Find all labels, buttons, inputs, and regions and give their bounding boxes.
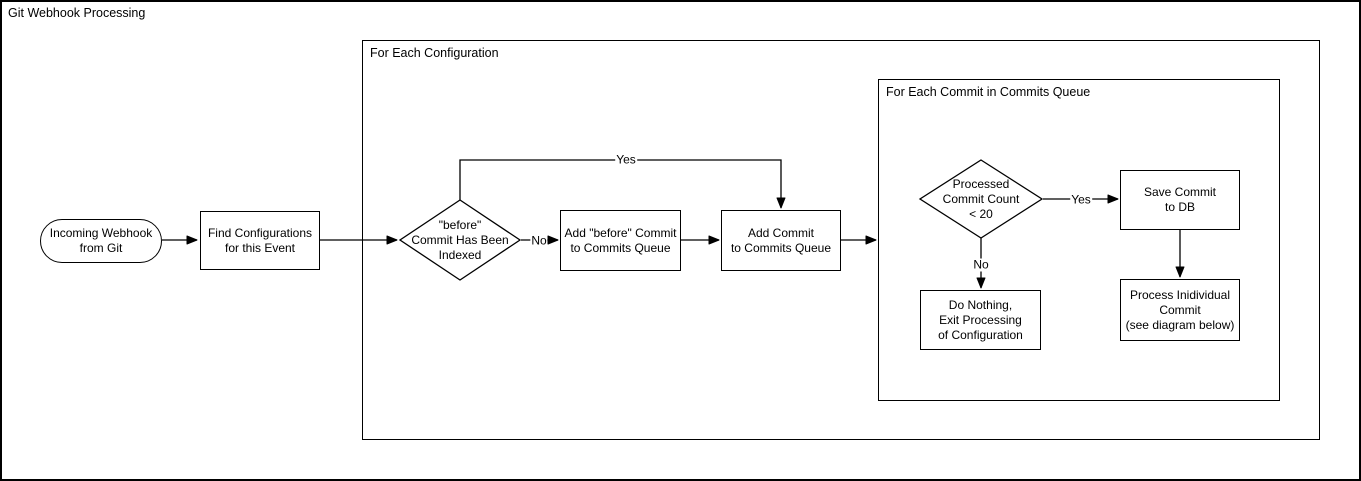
node-incoming-webhook: Incoming Webhook from Git [40,219,162,263]
edge-label-yes-before-indexed: Yes [615,152,637,167]
node-do-nothing-label: Do Nothing, Exit Processing of Configura… [938,297,1023,342]
decision-processed-commit-count [918,159,1044,239]
decision-before-commit-indexed [398,199,522,281]
node-add-commit: Add Commit to Commits Queue [721,210,841,271]
container-for-each-commit-label: For Each Commit in Commits Queue [886,85,1091,99]
edge-label-no-before-indexed: No [530,233,548,248]
node-add-before-commit: Add "before" Commit to Commits Queue [560,210,681,271]
node-find-configurations: Find Configurations for this Event [200,211,320,270]
node-save-commit: Save Commit to DB [1120,170,1240,230]
node-add-before-commit-label: Add "before" Commit to Commits Queue [564,225,677,255]
node-save-commit-label: Save Commit to DB [1143,185,1217,214]
node-process-individual: Process Inidividual Commit (see diagram … [1120,279,1240,341]
diagram-title: Git Webhook Processing [8,6,146,20]
decision-processed-commit-count-text: Processed Commit Count < 20 [942,176,1020,221]
edge-label-yes-count: Yes [1070,192,1092,207]
decision-processed-commit-count-label: Processed Commit Count < 20 [920,160,1042,238]
decision-before-commit-indexed-label: "before" Commit Has Been Indexed [400,200,520,280]
container-for-each-commit: For Each Commit in Commits Queue [878,79,1280,401]
container-for-each-configuration-label: For Each Configuration [370,46,499,60]
decision-before-commit-indexed-text: "before" Commit Has Been Indexed [411,217,509,262]
node-do-nothing: Do Nothing, Exit Processing of Configura… [920,290,1041,350]
node-find-configurations-label: Find Configurations for this Event [207,225,313,255]
node-add-commit-label: Add Commit to Commits Queue [730,225,832,255]
node-incoming-webhook-label: Incoming Webhook from Git [49,226,153,255]
edge-label-no-count: No [972,257,990,272]
node-process-individual-label: Process Inidividual Commit (see diagram … [1125,287,1235,332]
